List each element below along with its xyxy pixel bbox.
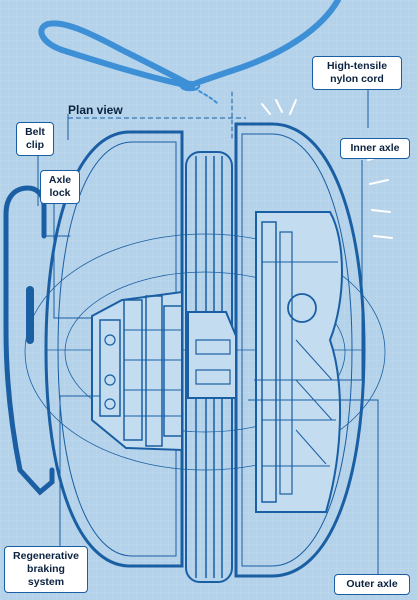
leader-lines	[37, 88, 379, 574]
belt-clip-label: Belt clip	[16, 122, 54, 156]
nylon-cord-icon	[38, 0, 341, 141]
plan-view-title: Plan view	[68, 103, 123, 117]
axle-lock-label: Axle lock	[40, 170, 80, 204]
plan-view-dimension	[67, 114, 246, 140]
central-hub	[187, 311, 237, 399]
braking-system-label: Regenerative braking system	[4, 546, 88, 593]
nylon-cord-label: High-tensile nylon cord	[312, 56, 402, 90]
outer-axle-label: Outer axle	[334, 574, 410, 595]
braking-mechanism	[91, 290, 183, 452]
inner-axle-label: Inner axle	[340, 138, 410, 159]
axle-mechanism	[255, 211, 343, 513]
